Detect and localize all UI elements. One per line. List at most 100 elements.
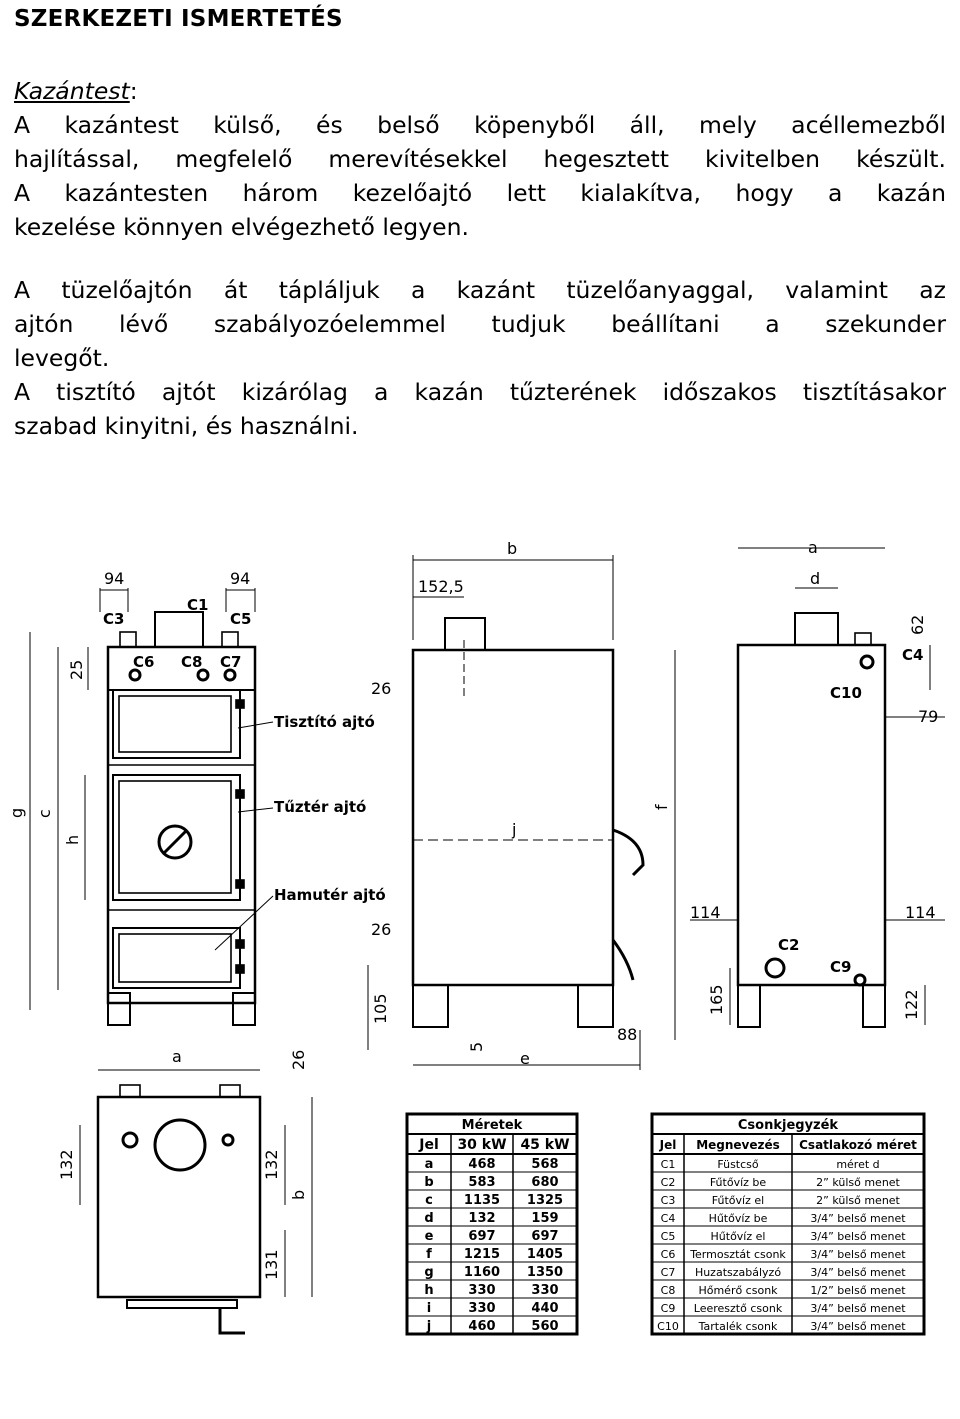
csonk-cell: Tartalék csonk [698, 1320, 778, 1333]
meretek-cell: a [425, 1157, 434, 1172]
page-heading: SZERKEZETI ISMERTETÉS [14, 6, 343, 32]
label-c3: C3 [103, 610, 124, 628]
top-dim-a: a [172, 1047, 182, 1066]
front-dim-g: g [7, 808, 26, 818]
csonk-cell: 2” külső menet [816, 1194, 900, 1207]
meretek-cell: 330 [531, 1283, 558, 1298]
back-dim-114-left: 114 [690, 903, 721, 922]
top-dim-132-left: 132 [57, 1149, 76, 1180]
csonk-cell: Huzatszabályzó [695, 1266, 781, 1279]
meretek-cell: 1350 [527, 1265, 563, 1280]
csonk-cell: 1/2” belső menet [810, 1284, 906, 1297]
csonk-cell: C6 [661, 1248, 676, 1261]
para1-line: A kazántest külső, és belső köpenyből ál… [14, 111, 946, 139]
front-dim-h: h [63, 835, 82, 845]
meretek-title: Méretek [462, 1118, 523, 1133]
label-c5: C5 [230, 610, 251, 628]
side-view [411, 617, 645, 1028]
section-title-colon: : [129, 77, 138, 105]
meretek-cell: 132 [468, 1211, 495, 1226]
csonk-cell: C8 [661, 1284, 676, 1297]
meretek-cell: c [425, 1193, 433, 1208]
section-title-line: Kazántest: [14, 74, 946, 108]
back-dim-d: d [810, 569, 820, 588]
meretek-cell: f [426, 1247, 432, 1262]
front-dim-26-bottom: 26 [371, 920, 391, 939]
label-c7: C7 [220, 653, 241, 671]
para2-line: szabad kinyitni, és használni. [14, 412, 359, 440]
back-dim-165: 165 [707, 984, 726, 1015]
para2-line: A tisztító ajtót kizárólag a kazán tűzte… [14, 378, 946, 406]
csonk-header: Megnevezés [696, 1138, 780, 1152]
csonk-cell: Leeresztő csonk [694, 1302, 783, 1315]
back-dim-79: 79 [918, 707, 938, 726]
front-dim-25: 25 [67, 660, 86, 680]
meretek-cell: 468 [468, 1157, 495, 1172]
section-body-1: Kazántest: A kazántest külső, és belső k… [14, 74, 946, 244]
label-c2: C2 [778, 936, 799, 954]
meretek-cell: 440 [531, 1301, 558, 1316]
meretek-cell: 583 [468, 1175, 495, 1190]
label-c10: C10 [830, 684, 862, 702]
top-dim-132-right: 132 [262, 1149, 281, 1180]
csonk-header: Jel [659, 1138, 677, 1152]
label-c1: C1 [187, 596, 208, 614]
top-view [96, 1084, 262, 1335]
csonk-cell: Fűtővíz be [710, 1176, 767, 1189]
meretek-cell: 680 [531, 1175, 558, 1190]
meretek-cell: 1135 [464, 1193, 500, 1208]
csonk-cell: Hőmérő csonk [698, 1284, 778, 1297]
meretek-cell: 697 [531, 1229, 558, 1244]
back-dim-a: a [808, 538, 818, 557]
csonk-cell: C4 [661, 1212, 676, 1225]
csonk-cell: C10 [657, 1320, 679, 1333]
callout-tisztito-ajto: Tisztító ajtó [274, 713, 375, 731]
label-c8: C8 [181, 653, 202, 671]
csonk-cell: Füstcső [717, 1158, 759, 1171]
top-dim-26: 26 [289, 1050, 308, 1070]
label-c4: C4 [902, 646, 923, 664]
para2-line: levegőt. [14, 344, 110, 372]
front-view [106, 611, 257, 1026]
csonk-cell: 3/4” belső menet [810, 1212, 906, 1225]
meretek-cell: h [424, 1283, 433, 1298]
side-dim-88: 88 [617, 1025, 637, 1044]
top-dim-b: b [289, 1190, 308, 1200]
csonk-cell: C3 [661, 1194, 676, 1207]
front-dim-26-top: 26 [371, 679, 391, 698]
meretek-cell: 560 [531, 1319, 558, 1334]
side-dim-f: f [652, 804, 671, 810]
csonk-cell: Fűtővíz el [712, 1194, 764, 1207]
front-dim-105: 105 [371, 993, 390, 1024]
side-dim-152-5: 152,5 [418, 577, 464, 596]
side-dim-5: 5 [467, 1042, 486, 1052]
csonk-cell: Termosztát csonk [689, 1248, 786, 1261]
meretek-header: 45 kW [520, 1137, 569, 1153]
csonk-cell: C1 [661, 1158, 676, 1171]
section-title: Kazántest [14, 77, 130, 105]
meretek-cell: g [424, 1265, 433, 1280]
csonk-cell: 2” külső menet [816, 1176, 900, 1189]
meretek-cell: 330 [468, 1301, 495, 1316]
csonk-cell: Hűtővíz be [709, 1212, 768, 1225]
meretek-cell: 697 [468, 1229, 495, 1244]
back-dim-122: 122 [902, 989, 921, 1020]
csonk-cell: C2 [661, 1176, 676, 1189]
label-c9: C9 [830, 958, 851, 976]
csonk-cell: 3/4” belső menet [810, 1230, 906, 1243]
meretek-cell: d [424, 1211, 433, 1226]
meretek-header: Jel [418, 1137, 439, 1153]
back-dim-114-right: 114 [905, 903, 936, 922]
side-dim-e: e [520, 1049, 530, 1068]
meretek-cell: 460 [468, 1319, 495, 1334]
callout-tuzter-ajto: Tűztér ajtó [274, 798, 366, 816]
para1-line: hajlítással, megfelelő merevítésekkel he… [14, 145, 946, 173]
front-dim-94-left: 94 [104, 569, 124, 588]
meretek-cell: i [427, 1301, 431, 1316]
csonk-cell: C5 [661, 1230, 676, 1243]
csonk-cell: 3/4” belső menet [810, 1302, 906, 1315]
side-dim-b: b [507, 539, 517, 558]
